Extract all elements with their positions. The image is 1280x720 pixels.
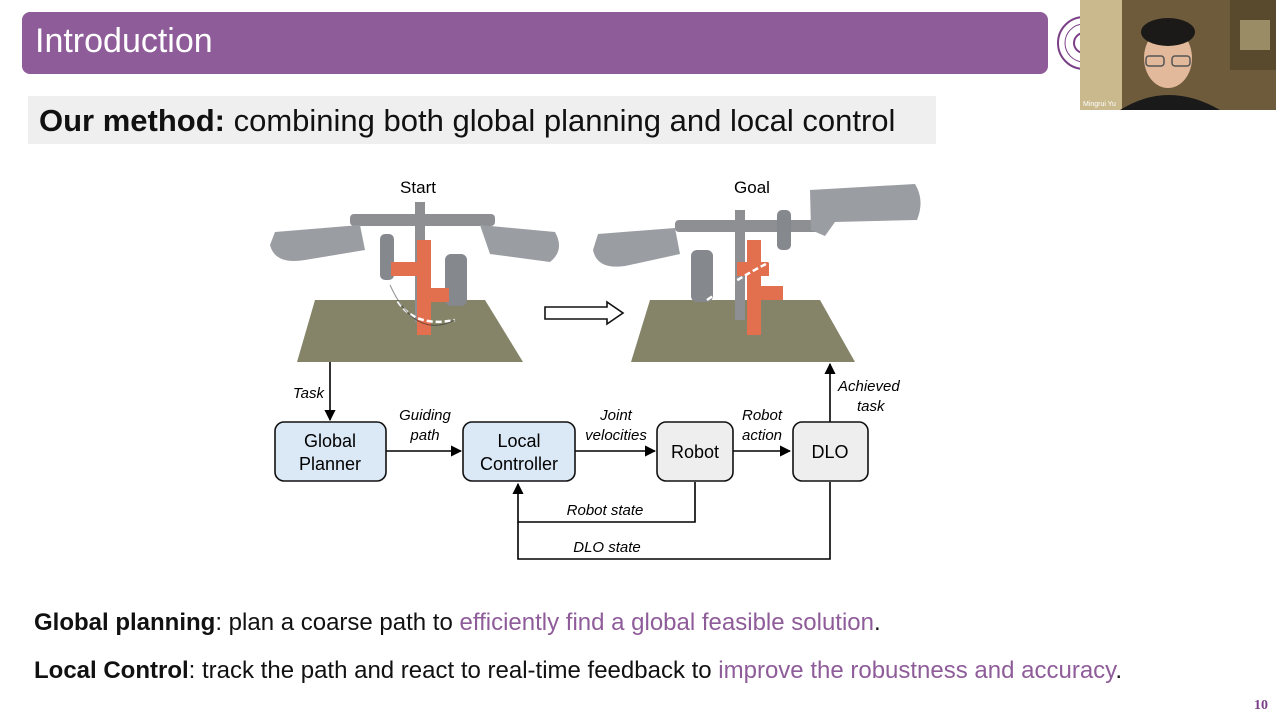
system-diagram: Start Goal Task Guiding path Joint veloc… (270, 178, 921, 560)
method-description: combining both global planning and local… (225, 103, 896, 138)
method-text: Our method: combining both global planni… (39, 103, 895, 139)
robot-state-label: Robot state (567, 502, 644, 519)
robot-block: Robot (656, 421, 734, 482)
joint-velocities-label-line1: Joint (599, 407, 633, 424)
global-planning-bullet: Global planning: plan a coarse path to e… (34, 609, 881, 637)
robot-state-edge (512, 482, 696, 523)
method-callout: Our method: combining both global planni… (28, 96, 936, 144)
dlo-block-label: DLO (811, 442, 848, 462)
bullet-text: : track the path and react to real-time … (188, 657, 719, 684)
webcam-feed: Mingrui Yu (1080, 0, 1276, 110)
bullet-term: Global planning (34, 609, 216, 636)
robot-action-label-line2: action (742, 427, 782, 444)
bullet-highlight: improve the robustness and accuracy (718, 657, 1116, 684)
achieved-task-label-line1: Achieved (837, 378, 900, 395)
bullet-highlight: efficiently find a global feasible solut… (459, 609, 875, 636)
dlo-state-label: DLO state (573, 539, 641, 556)
task-edge-label: Task (293, 385, 326, 402)
goal-label: Goal (734, 178, 770, 197)
bullet-end: . (874, 609, 881, 636)
slide-title: Introduction (35, 22, 213, 60)
guiding-path-label-line2: path (409, 427, 439, 444)
title-bar: Introduction (22, 12, 1048, 74)
university-seal-logo (1057, 16, 1084, 70)
joint-velocities-label-line2: velocities (585, 427, 647, 444)
global-planner-label-line1: Global (304, 431, 356, 451)
robot-action-label-line1: Robot (742, 407, 783, 424)
dlo-state-edge (517, 482, 831, 560)
robot-block-label: Robot (671, 442, 719, 462)
achieved-task-label-line2: task (857, 398, 886, 415)
local-controller-block: Local Controller (462, 421, 576, 482)
goal-scene-image (593, 184, 921, 362)
start-scene-image (270, 202, 559, 362)
local-controller-label-line2: Controller (480, 454, 558, 474)
bullet-end: . (1115, 657, 1123, 684)
transition-arrow (544, 300, 625, 326)
method-label: Our method: (39, 103, 225, 138)
local-controller-label-line1: Local (497, 431, 540, 451)
dlo-block: DLO (792, 421, 869, 482)
page-number: 10 (1254, 698, 1268, 713)
global-planner-block: Global Planner (274, 421, 387, 482)
local-control-bullet: Local Control: track the path and react … (34, 657, 1122, 685)
bullet-term: Local Control (34, 657, 189, 684)
bullet-text: : plan a coarse path to (215, 609, 460, 636)
start-label: Start (400, 178, 436, 197)
webcam-image (1080, 0, 1276, 110)
guiding-path-label-line1: Guiding (399, 407, 451, 424)
global-planner-label-line2: Planner (299, 454, 361, 474)
participant-name: Mingrui Yu (1083, 101, 1116, 108)
